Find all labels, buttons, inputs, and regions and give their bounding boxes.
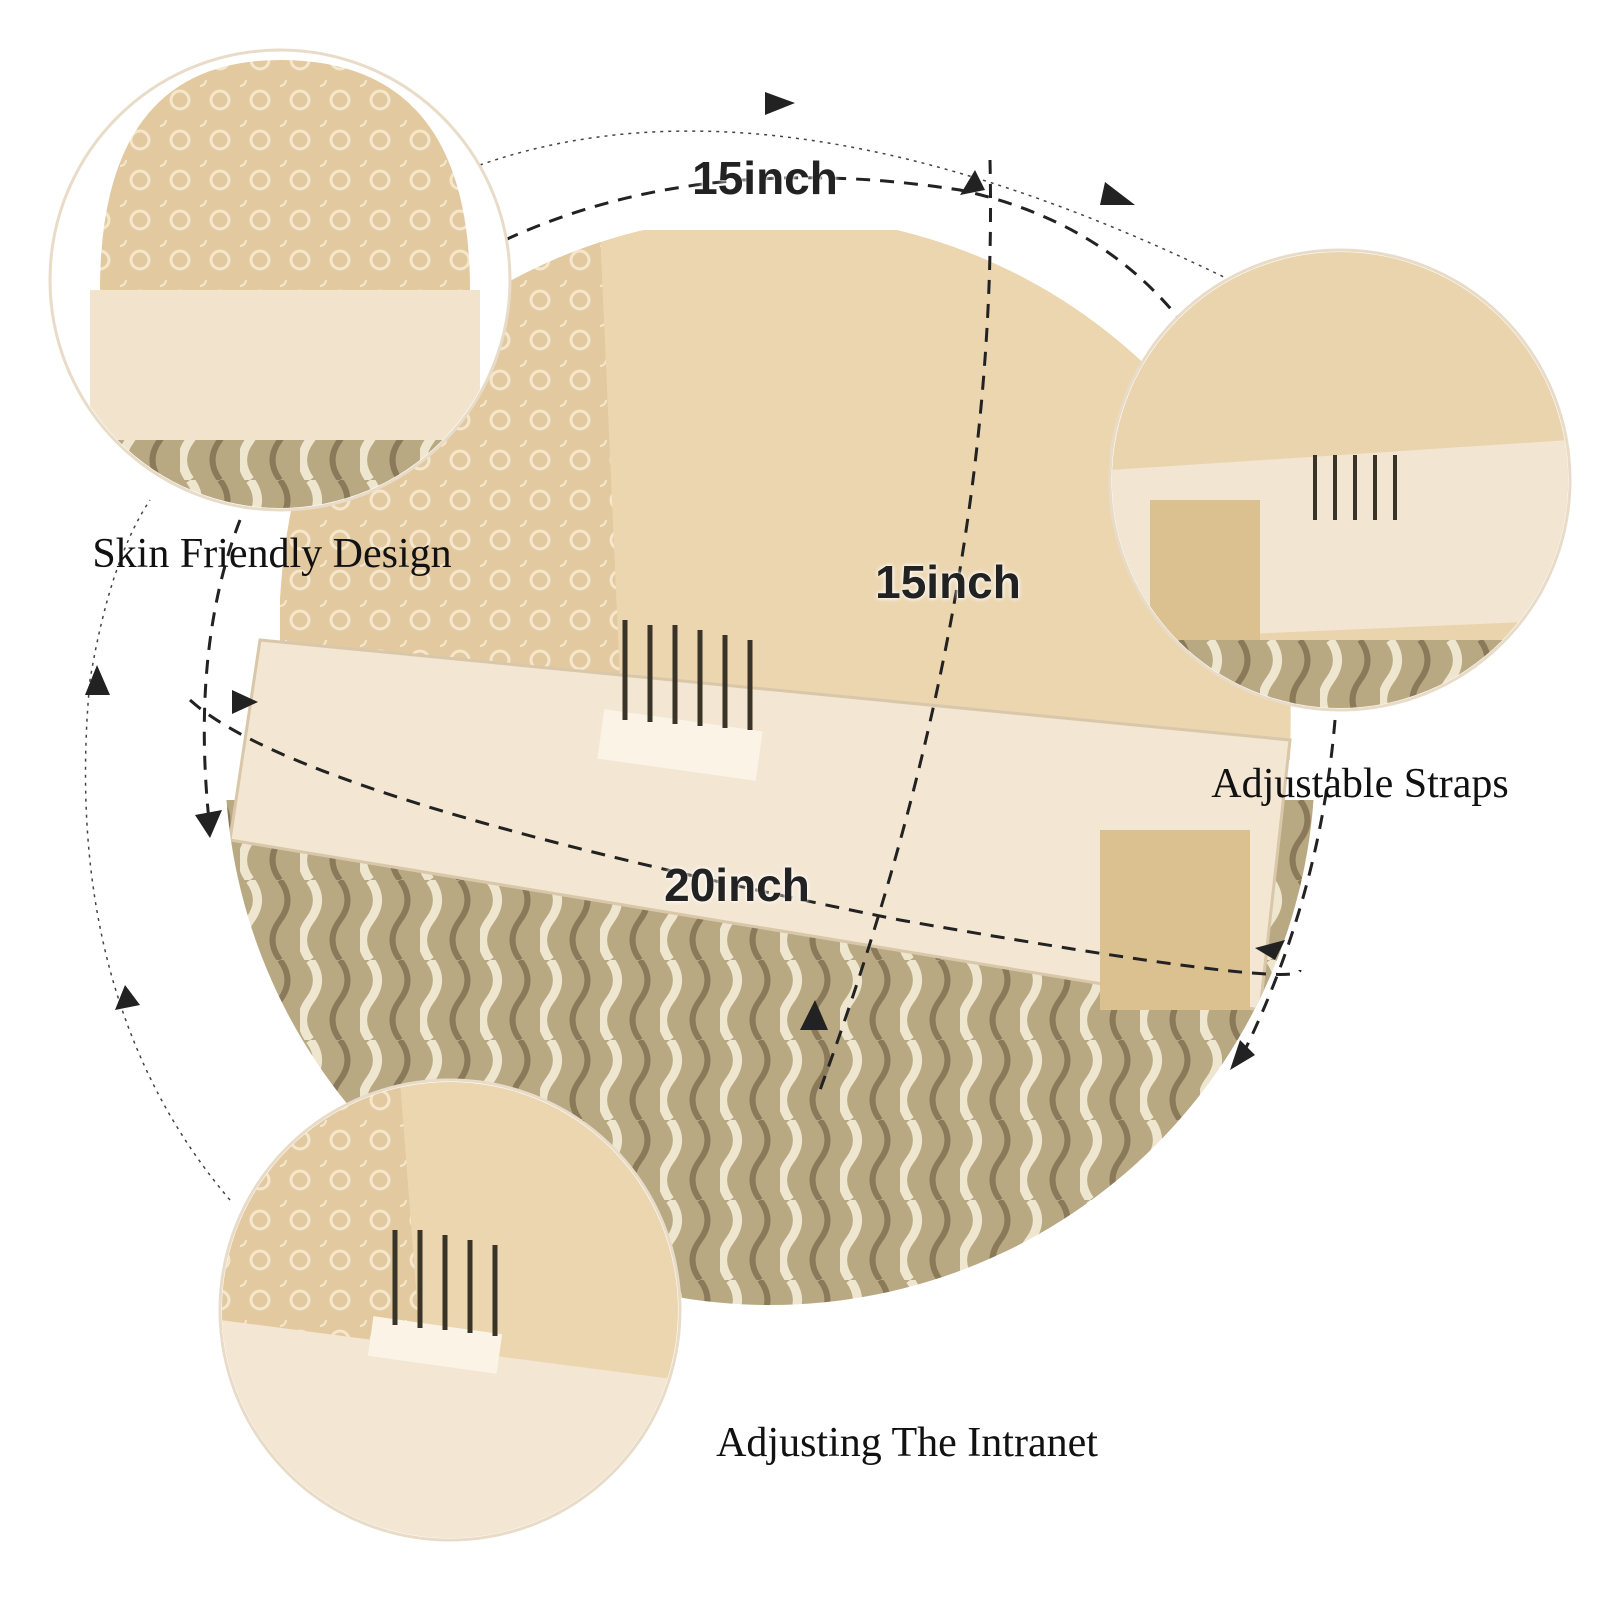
adjusting-intranet-caption: Adjusting The Intranet: [716, 1420, 1098, 1466]
inset-skin-friendly: [48, 48, 512, 512]
ear-to-ear-measurement-label: 20inch: [664, 859, 810, 911]
adjustable-straps-caption: Adjustable Straps: [1211, 761, 1509, 807]
inset-adjusting-intranet: [218, 1078, 682, 1542]
measurement-lines: [188, 159, 1337, 1091]
arrow-icons: [85, 92, 1285, 1070]
circumference-measurement-label: 15inch: [692, 152, 838, 204]
skin-friendly-caption: Skin Friendly Design: [92, 531, 452, 577]
front-to-back-measurement-label: 15inch: [875, 556, 1021, 608]
inset-adjustable-straps: [1108, 248, 1572, 712]
